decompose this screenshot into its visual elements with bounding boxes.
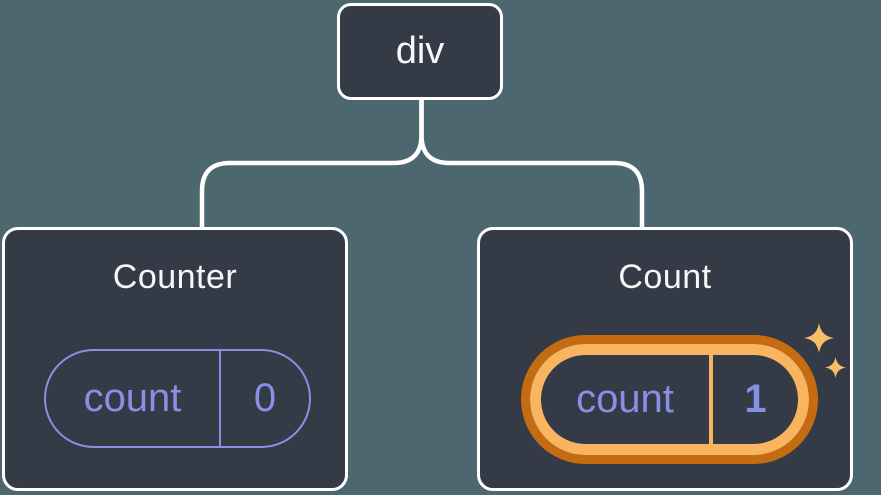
pill-divider — [709, 355, 713, 444]
state-key: count — [83, 376, 182, 420]
state-value: 1 — [744, 377, 767, 421]
connector-right — [419, 100, 645, 229]
connector-left — [199, 100, 424, 229]
component-card-counter: Counter count 0 — [2, 227, 348, 491]
state-pill: count 0 — [44, 349, 311, 448]
state-value: 0 — [253, 376, 277, 420]
state-key: count — [576, 377, 674, 421]
state-pill-highlighted: count 1 — [521, 335, 818, 464]
pill-divider — [219, 351, 221, 446]
sparkle-icon — [825, 357, 846, 378]
root-node-label: div — [395, 30, 445, 72]
root-node: div — [337, 3, 503, 100]
component-card-count: Count count 1 — [477, 227, 853, 491]
component-title: Count — [618, 258, 712, 296]
state-pill-highlight-inner-ring: count 1 — [530, 344, 809, 455]
sparkle-icon — [804, 323, 834, 353]
component-title: Counter — [112, 258, 238, 296]
